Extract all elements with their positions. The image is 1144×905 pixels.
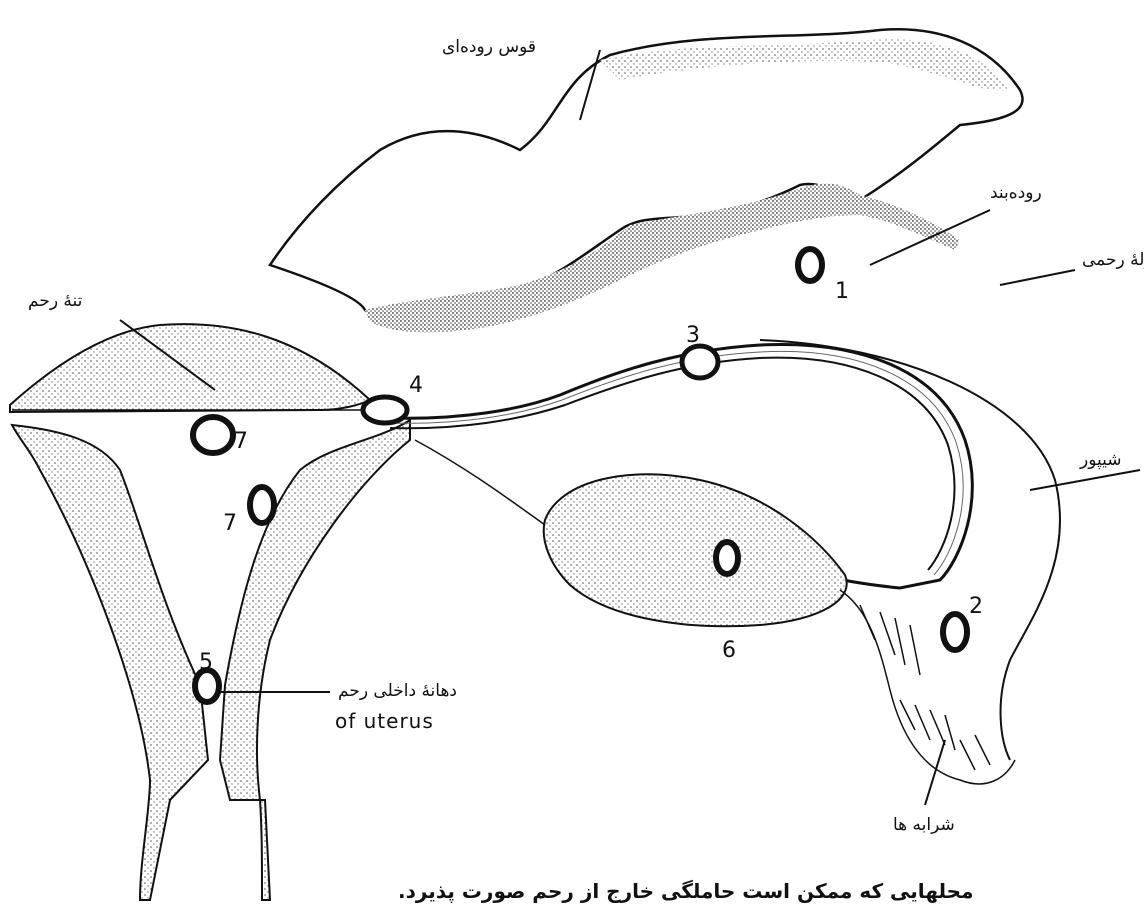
label-internal-os-en: of uterus xyxy=(335,709,434,733)
uterine-wall-right xyxy=(220,420,410,900)
site-2-marker xyxy=(943,614,967,650)
site-5-label: 5 xyxy=(199,650,213,675)
label-infundibulum: شیپور xyxy=(1079,450,1122,470)
site-6-marker xyxy=(716,542,738,574)
uterine-wall-left xyxy=(12,425,208,900)
label-internal-os: دهانهٔ داخلی رحم xyxy=(338,681,457,701)
site-4-marker xyxy=(363,397,407,423)
site-7b-marker xyxy=(250,487,274,523)
site-6-label: 6 xyxy=(722,638,736,663)
ovary-body xyxy=(544,474,847,626)
site-2-label: 2 xyxy=(969,594,983,619)
site-3-marker xyxy=(682,346,718,378)
label-uterine-body: تنهٔ رحم xyxy=(28,291,83,311)
site-3-label: 3 xyxy=(686,323,700,348)
figure-caption: محلهایی که ممکن است حاملگی خارج از رحم ص… xyxy=(398,879,973,904)
ovary xyxy=(415,440,847,626)
label-mesentery: روده‌بند xyxy=(990,183,1042,203)
pointer-infundibulum xyxy=(1030,470,1140,490)
site-7a-marker xyxy=(193,417,233,453)
fimbriae xyxy=(840,590,1015,784)
site-4-label: 4 xyxy=(409,373,423,398)
uterus xyxy=(10,324,410,900)
label-fimbriae: شرابه ها xyxy=(893,815,955,835)
label-uterine-tube: لولهٔ رحمی xyxy=(1082,250,1144,270)
site-1-label: 1 xyxy=(835,279,849,304)
site-7a-label: 7 xyxy=(234,429,248,454)
uterine-body xyxy=(10,324,370,412)
site-1-marker xyxy=(798,249,822,281)
intestine xyxy=(270,29,1023,332)
label-intestinal-arch: قوس روده‌ای xyxy=(442,37,536,57)
site-7b-label: 7 xyxy=(223,511,237,536)
ovarian-ligament xyxy=(415,440,545,525)
pointer-uterine-tube xyxy=(1000,270,1075,285)
